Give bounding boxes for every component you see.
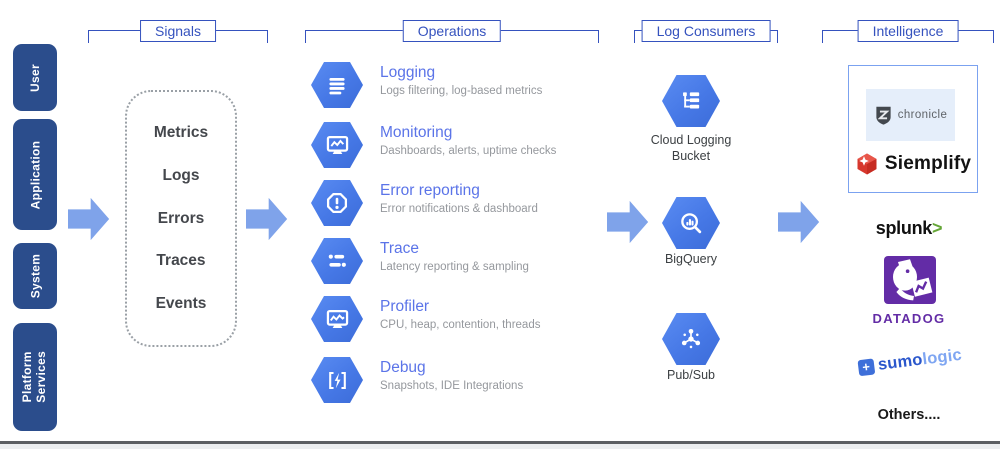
datadog-dog-icon xyxy=(884,256,936,304)
operation-desc: Snapshots, IDE Integrations xyxy=(380,380,524,392)
log-consumers-bracket: Log Consumers xyxy=(634,20,778,43)
source-label: User xyxy=(27,63,42,92)
cloud-logging-bucket-icon xyxy=(683,92,700,109)
chronicle-label: chronicle xyxy=(897,109,948,121)
section-title-log-consumers: Log Consumers xyxy=(641,20,771,42)
logging-icon xyxy=(329,77,345,95)
cloud-logging-bucket-hexagon xyxy=(662,75,720,127)
debug-icon xyxy=(328,371,346,389)
signals-list: Metrics Logs Errors Traces Events xyxy=(125,90,237,347)
source-box-application: Application xyxy=(13,119,57,230)
operation-title: Trace xyxy=(380,240,420,257)
operation-title: Monitoring xyxy=(380,124,453,141)
section-title-intelligence: Intelligence xyxy=(857,20,959,42)
pubsub-hexagon xyxy=(662,313,720,365)
operation-title: Logging xyxy=(380,64,436,81)
signal-events: Events xyxy=(155,295,207,312)
profiler-icon xyxy=(326,309,348,328)
signal-errors: Errors xyxy=(157,209,205,227)
error-reporting-hexagon xyxy=(311,180,363,226)
splunk-arrow-icon: > xyxy=(932,218,943,238)
section-title-signals: Signals xyxy=(140,20,216,42)
monitoring-icon xyxy=(326,135,348,154)
datadog-label: DATADOG xyxy=(872,311,946,326)
siemplify-gem-icon xyxy=(857,153,877,175)
sumologic-plus-icon: + xyxy=(857,357,876,376)
sumologic-logo: + sumologic xyxy=(827,342,992,381)
flow-arrow-icon xyxy=(68,197,110,241)
siemplify-logo: Siemplify xyxy=(848,152,978,176)
signal-traces: Traces xyxy=(156,252,206,270)
bottom-divider xyxy=(0,441,1000,444)
consumer-label-cloud-logging-bucket: Cloud Logging Bucket xyxy=(650,133,732,163)
flow-arrow-icon xyxy=(778,200,820,244)
intelligence-bracket: Intelligence xyxy=(822,20,994,43)
source-box-platform-services: Platform Services xyxy=(13,323,57,431)
logging-hexagon xyxy=(311,62,363,108)
consumer-label-pubsub: Pub/Sub xyxy=(667,368,715,382)
section-title-operations: Operations xyxy=(402,20,502,42)
chronicle-shield-icon xyxy=(876,106,891,125)
operation-desc: Error notifications & dashboard xyxy=(380,203,538,215)
operation-desc: CPU, heap, contention, threads xyxy=(380,319,541,331)
sumologic-label-dark: sumo xyxy=(876,350,924,374)
operation-title: Profiler xyxy=(380,298,430,315)
operation-desc: Logs filtering, log-based metrics xyxy=(380,85,543,97)
monitoring-hexagon xyxy=(311,122,363,168)
sumologic-label-light: logic xyxy=(921,345,963,369)
operations-bracket: Operations xyxy=(305,20,599,43)
source-label: Platform Services xyxy=(20,351,48,403)
operation-title: Error reporting xyxy=(380,182,480,199)
source-box-system: System xyxy=(13,243,57,309)
operation-title: Debug xyxy=(380,359,426,376)
flow-arrow-icon xyxy=(607,200,649,244)
bottom-divider-shadow xyxy=(0,444,1000,449)
trace-hexagon xyxy=(311,238,363,284)
flow-arrow-icon xyxy=(246,197,288,241)
datadog-logo xyxy=(882,254,938,311)
profiler-hexagon xyxy=(311,296,363,342)
operation-desc: Latency reporting & sampling xyxy=(380,261,529,273)
signal-logs: Logs xyxy=(162,166,200,184)
chronicle-logo: chronicle xyxy=(866,89,955,141)
pubsub-icon xyxy=(681,328,701,349)
consumer-label-bigquery: BigQuery xyxy=(664,252,718,266)
splunk-logo: splunk> xyxy=(823,218,995,239)
bigquery-icon xyxy=(681,213,702,234)
operation-desc: Dashboards, alerts, uptime checks xyxy=(380,145,557,157)
source-label: System xyxy=(28,253,42,299)
source-box-user: User xyxy=(13,44,57,111)
trace-icon xyxy=(328,254,346,267)
others-label: Others.... xyxy=(877,407,941,423)
source-label: Application xyxy=(28,140,43,209)
bigquery-hexagon xyxy=(662,197,720,249)
signal-metrics: Metrics xyxy=(153,124,209,141)
signals-bracket: Signals xyxy=(88,20,268,43)
debug-hexagon xyxy=(311,357,363,403)
splunk-label: splunk xyxy=(875,218,933,238)
error-reporting-icon xyxy=(326,192,348,214)
siemplify-label: Siemplify xyxy=(884,153,972,174)
